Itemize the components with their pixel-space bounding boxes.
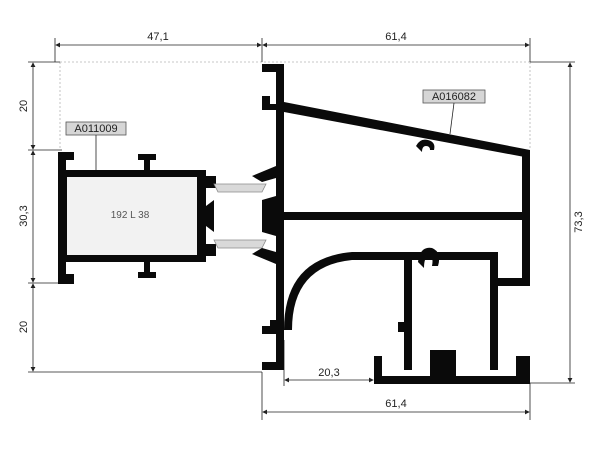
dim-bottom-right: 61,4 xyxy=(385,398,406,410)
dim-bottom-inner: 20,3 xyxy=(318,367,339,379)
guide-lines xyxy=(59,61,531,251)
label-right-profile: A016082 xyxy=(422,89,486,135)
left-profile-code: A011009 xyxy=(74,123,117,135)
thermal-break xyxy=(213,183,267,249)
label-left-profile: A011009 xyxy=(65,121,127,170)
glass-spec-label: 192 L 38 xyxy=(111,210,150,221)
dim-top-right: 61,4 xyxy=(385,31,406,43)
right-profile xyxy=(252,64,530,384)
dim-right-height: 73,3 xyxy=(573,211,585,232)
dim-left-top: 20 xyxy=(18,100,30,112)
dim-left-bottom: 20 xyxy=(18,321,30,333)
dimension-lines xyxy=(30,42,573,415)
right-profile-code: A016082 xyxy=(432,91,476,103)
left-profile xyxy=(58,152,216,284)
dim-top-left: 47,1 xyxy=(147,31,168,43)
dim-left-middle: 30,3 xyxy=(18,205,30,226)
